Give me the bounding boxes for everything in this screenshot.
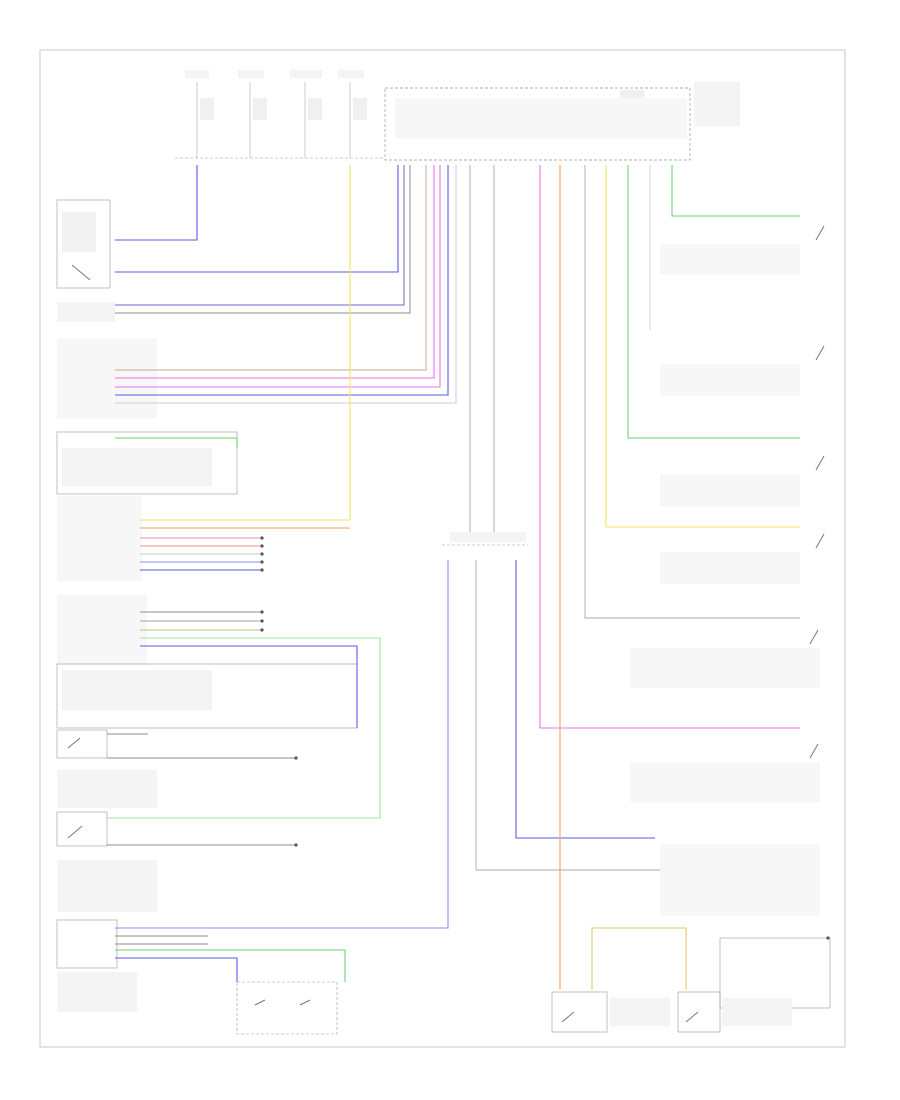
wire-yellow-main: [140, 165, 351, 521]
fuse-panel: [175, 70, 385, 159]
wire-ignition-run: [115, 165, 198, 241]
wire-multifunction-2: [115, 165, 411, 314]
wire-headlamp-4: [115, 165, 449, 396]
wire-multifunction-1: [115, 165, 405, 306]
rf-door-ajar-switch: [660, 345, 825, 396]
instrument-cluster: [56, 431, 358, 729]
passenger-seat-belt-switch: [56, 811, 157, 912]
splice-dots: [260, 536, 830, 940]
wire-lr-door: [605, 165, 800, 528]
wire-lf-door: [671, 165, 800, 217]
wire-pb-violet: [115, 560, 449, 929]
wire-seatbelt-green: [107, 637, 381, 819]
wire-headlamp-3: [115, 165, 441, 388]
wire-hood: [539, 165, 800, 729]
wire-headlamp-2: [115, 165, 435, 379]
liftgate-glass-switch: [677, 991, 792, 1033]
multifunction-switch: [57, 302, 115, 322]
lr-door-ajar-switch: [660, 455, 825, 506]
lf-door-ajar-switch: [660, 225, 825, 274]
wire-cluster-blue-loop: [140, 645, 358, 728]
wire-cluster-green: [115, 437, 238, 448]
wire-gold-loop: [591, 927, 687, 990]
liftgate-latch-switch: [551, 991, 670, 1033]
wire-rr-door: [584, 165, 800, 619]
wire-rf-door: [627, 165, 800, 439]
wire-pb-green: [115, 949, 346, 982]
diagram-frame: [39, 49, 846, 1048]
wire-ignition-start: [115, 165, 399, 273]
wire-sjb-d: [515, 560, 655, 839]
wire-pb-violet-2: [115, 957, 238, 982]
ignition-switch: [56, 199, 111, 289]
wire-headlamp-5: [115, 165, 457, 404]
door-lock-switch: [660, 844, 831, 1009]
rr-door-ajar-switch: [660, 533, 825, 584]
liftgate-ajar-switch: [630, 629, 820, 688]
driver-seat-belt-switch: [56, 729, 157, 808]
parking-brake-switch: [56, 919, 338, 1035]
wire-sjb-c: [475, 560, 660, 871]
inline-connector: [442, 532, 528, 546]
wire-headlamp-1: [115, 165, 427, 371]
hood-ajar-switch: [630, 743, 820, 802]
smart-junction-box: [384, 82, 740, 161]
